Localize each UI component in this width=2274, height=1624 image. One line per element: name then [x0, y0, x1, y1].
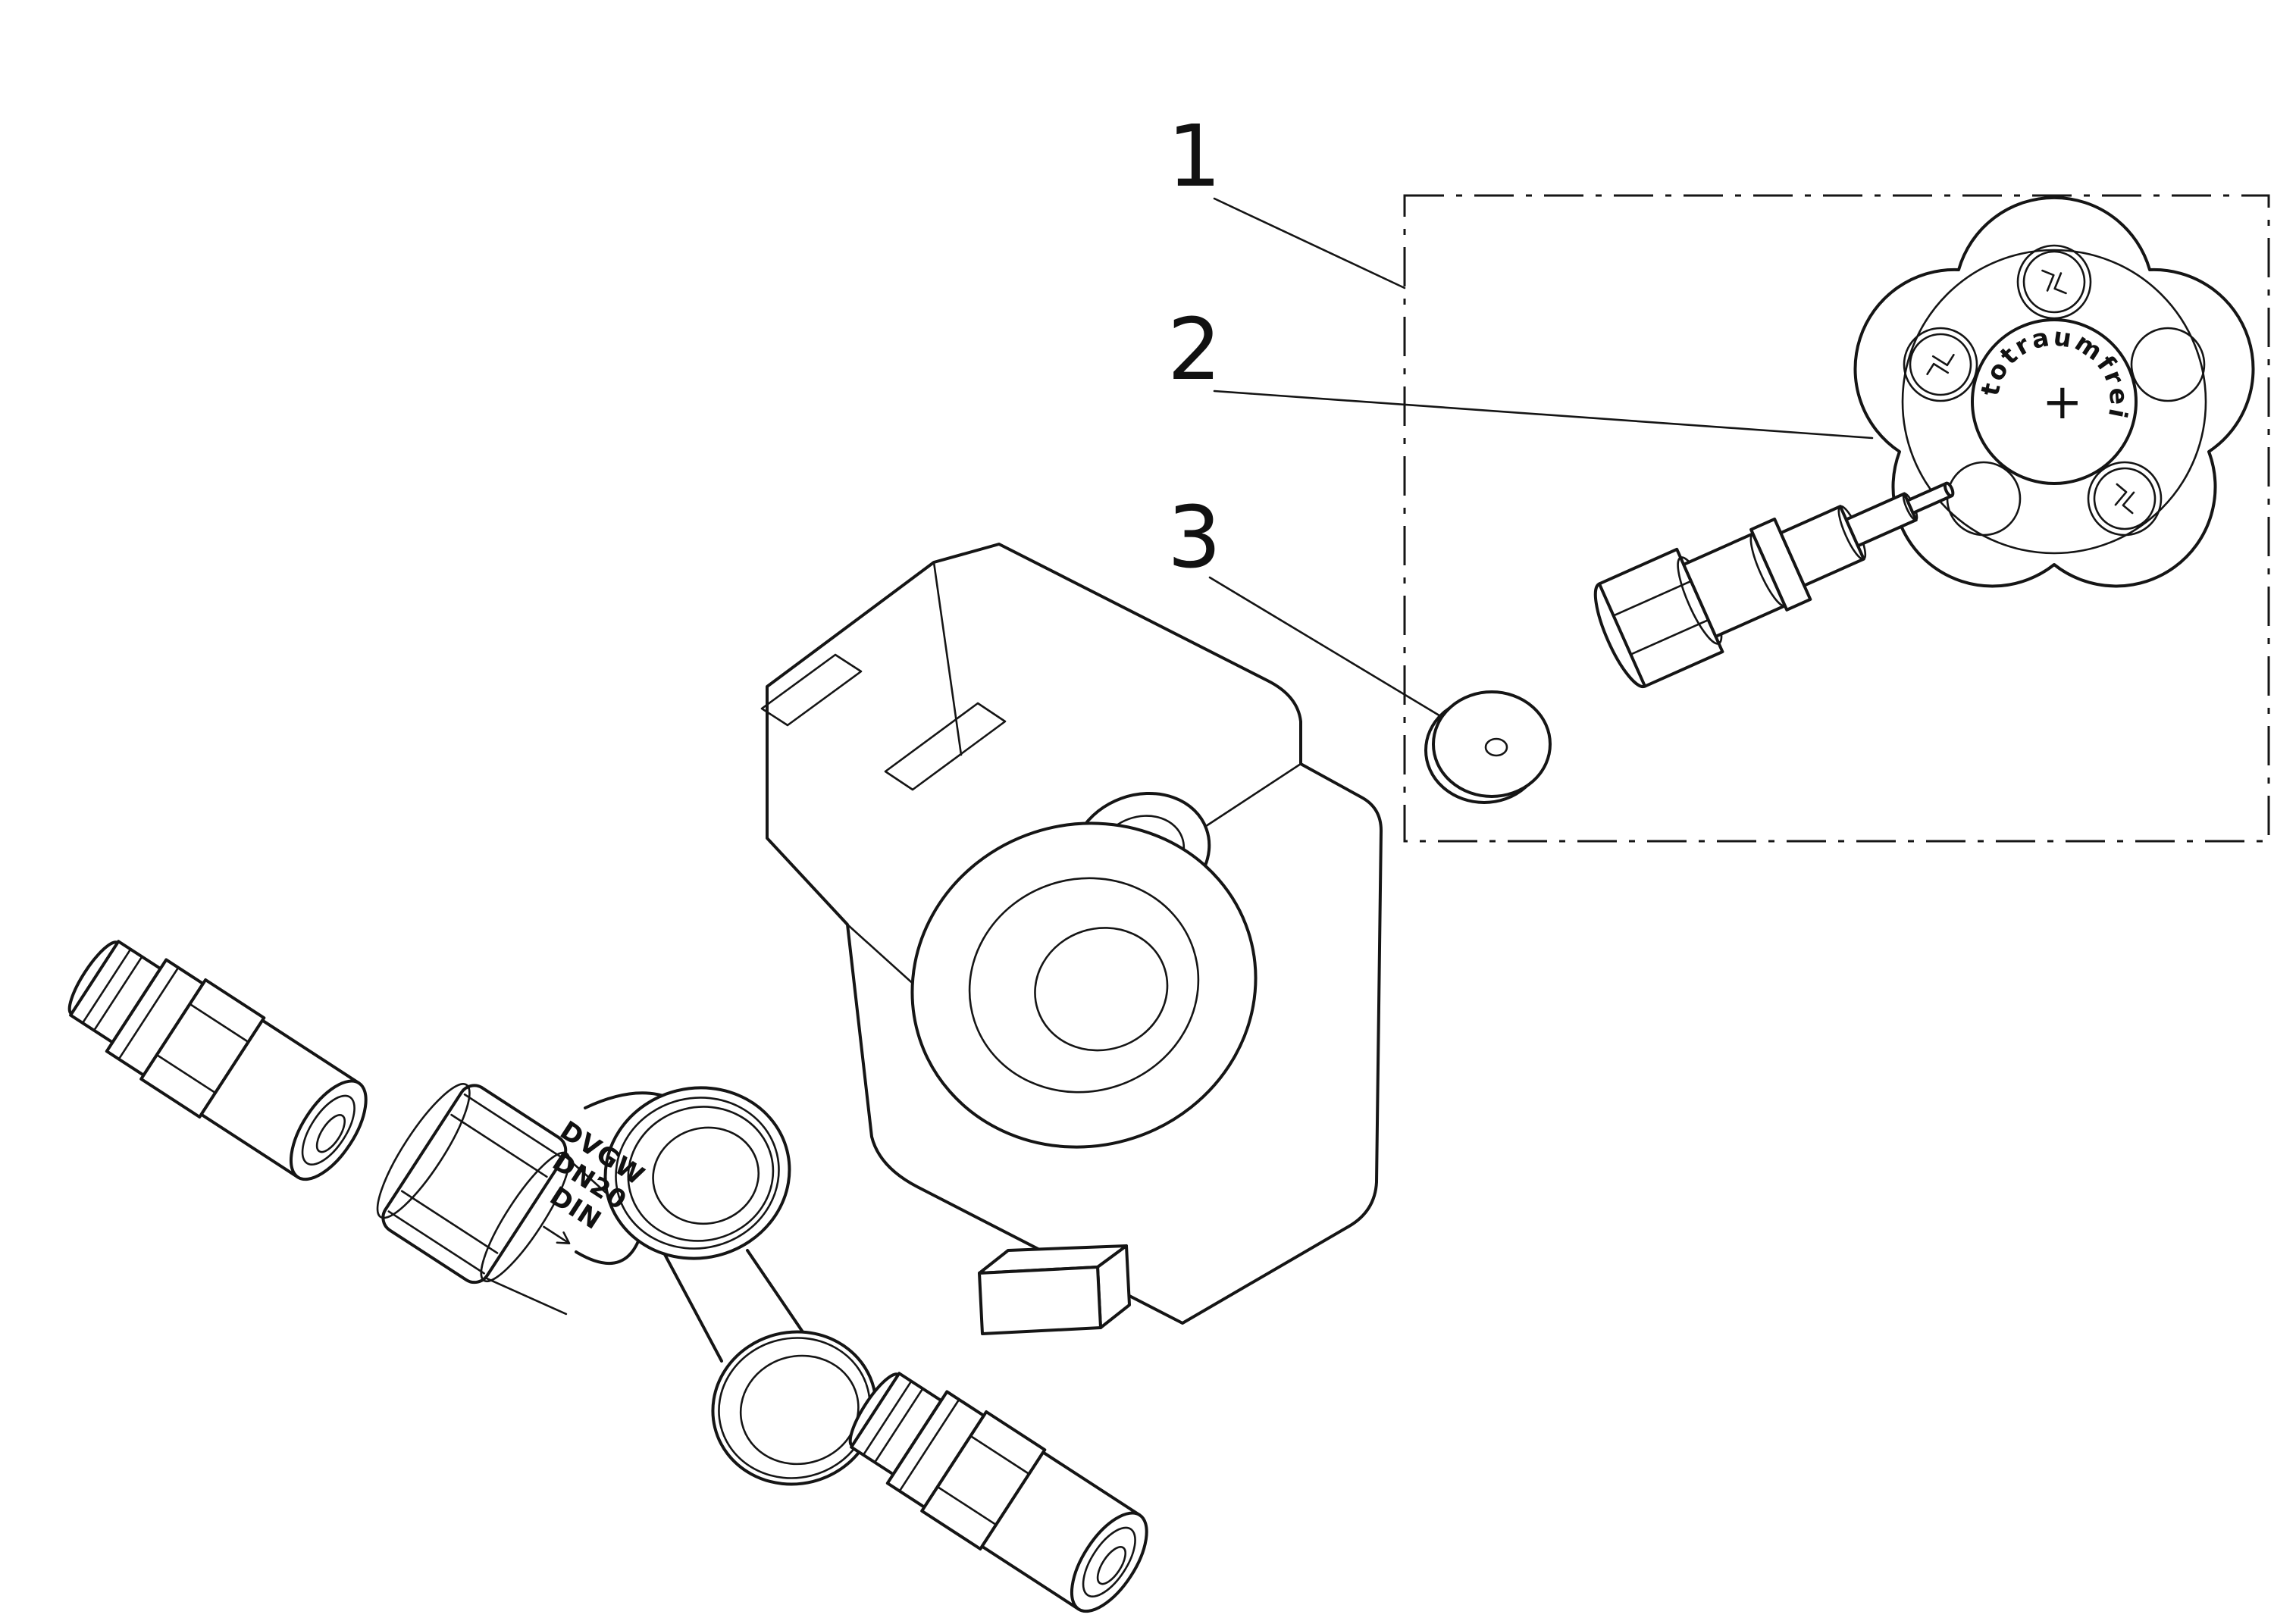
valve-body: DVGW DN20 DIN [376, 1083, 878, 1486]
callout-2-label: 2 [1167, 301, 1221, 399]
handwheel: totraumfrei + [1853, 196, 2255, 588]
insulation-shell [760, 543, 1383, 1335]
hose-connector-right [832, 1353, 1165, 1624]
callout-3-label: 3 [1167, 489, 1221, 587]
handwheel-cap: totraumfrei + [1971, 318, 2138, 485]
mounting-tab [978, 1244, 1131, 1335]
handwheel-inner-rim [1901, 249, 2207, 555]
union-nut [376, 1083, 632, 1316]
callout-1-leader [1213, 197, 1406, 289]
callout-2-leader [1213, 390, 1874, 440]
barrel-outline [575, 1091, 807, 1363]
callout-1-label: 1 [1167, 108, 1221, 206]
seal-washer [1424, 690, 1552, 804]
screw-slot-icon: + [2042, 374, 2083, 430]
assembly-boundary-box [1403, 194, 2270, 843]
valve-bore [910, 821, 1258, 1149]
inlet-flange [603, 1086, 791, 1260]
callout-3-leader [1208, 576, 1443, 718]
outlet-port [711, 1330, 878, 1486]
flow-direction-arrow-icon [543, 1225, 571, 1244]
callouts: 1 2 3 [1167, 108, 1874, 718]
valve-cartridge [1593, 481, 1955, 689]
shell-notches [760, 653, 1007, 791]
hose-connector-left [51, 921, 384, 1196]
